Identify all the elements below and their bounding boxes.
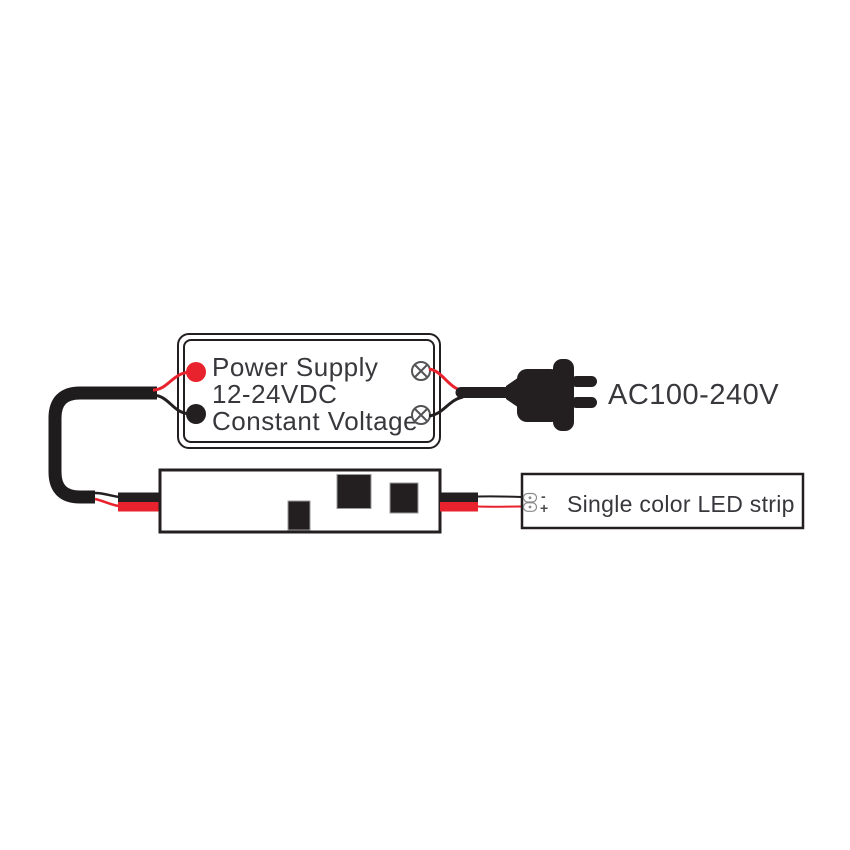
power-supply-outer-border xyxy=(177,333,441,449)
led-strip-body xyxy=(520,472,805,530)
led-strip: - + Single color LED strip xyxy=(520,472,805,530)
controller-chip-large xyxy=(336,474,372,509)
polarity-minus: - xyxy=(541,488,546,504)
plug-prong-bottom xyxy=(571,397,597,408)
connector-right-red xyxy=(440,502,478,512)
wire-black-led xyxy=(477,495,522,498)
screw-terminal-bottom-icon xyxy=(411,405,431,425)
led-pad-negative xyxy=(522,492,538,503)
ac-plug-label: AC100-240V xyxy=(608,379,779,411)
dc-terminal-positive xyxy=(186,362,206,382)
wire-black-ac xyxy=(428,395,464,418)
wire-red-controller-in xyxy=(94,497,120,508)
screw-terminal-top-icon xyxy=(411,361,431,381)
controller-chip-medium xyxy=(389,482,419,514)
wire-red-dc-input xyxy=(152,370,191,392)
connector-left-red xyxy=(118,502,161,512)
power-supply-label-line2: 12-24VDC xyxy=(212,379,337,409)
plug-prong-top xyxy=(571,376,597,387)
power-supply: Power Supply 12-24VDC Constant Voltage xyxy=(177,333,441,449)
polarity-plus: + xyxy=(540,500,548,516)
power-supply-label-line3: Constant Voltage xyxy=(212,406,418,436)
led-strip-label: Single color LED strip xyxy=(567,491,795,517)
power-supply-label-line1: Power Supply xyxy=(212,352,378,382)
controller-chip-small xyxy=(287,500,311,531)
wire-black-controller-in xyxy=(94,491,120,499)
dc-terminal-negative xyxy=(186,404,206,424)
dc-cable xyxy=(48,386,157,504)
connector-right-black xyxy=(440,492,478,502)
ac-plug-icon xyxy=(506,359,597,431)
wire-black-dc-input xyxy=(152,393,191,416)
led-pad-positive xyxy=(522,502,538,512)
connector-left-black xyxy=(118,492,161,502)
power-supply-inner-border xyxy=(183,339,435,443)
